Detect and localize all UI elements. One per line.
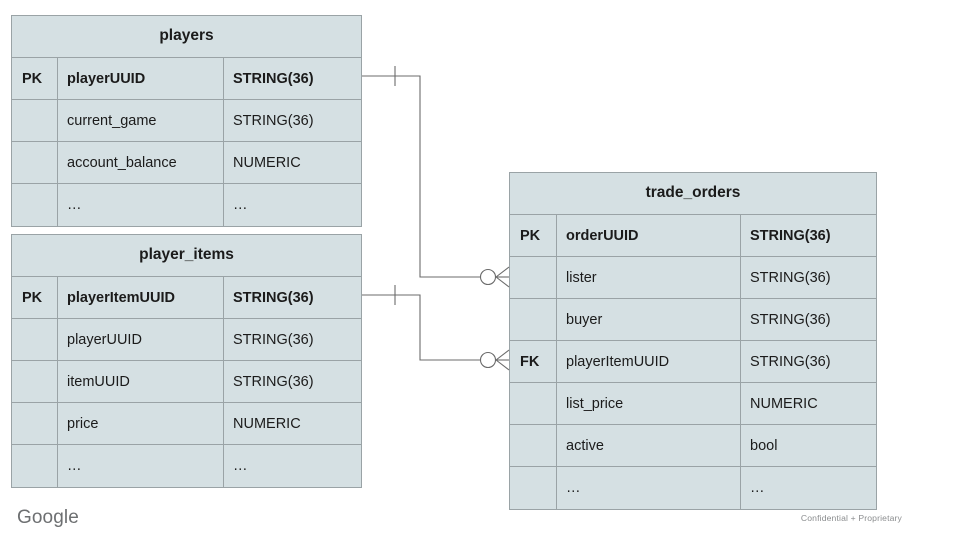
entity-player-items-row-itemuuid[interactable]: itemUUID STRING(36) [12, 361, 361, 403]
entity-players-row-ellipsis[interactable]: … … [12, 184, 361, 226]
entity-player-items[interactable]: player_items PK playerItemUUID STRING(36… [11, 234, 362, 488]
row-type: STRING(36) [233, 289, 314, 306]
entity-player-items-title: player_items [12, 235, 361, 277]
row-type: NUMERIC [233, 154, 301, 171]
row-key: PK [12, 58, 58, 99]
entity-player-items-row-playeruuid[interactable]: playerUUID STRING(36) [12, 319, 361, 361]
row-column: playerItemUUID [58, 277, 224, 318]
row-type: STRING(36) [750, 353, 831, 370]
row-type: STRING(36) [233, 331, 314, 348]
row-key: PK [12, 277, 58, 318]
row-column: current_game [58, 100, 224, 141]
row-column: lister [557, 257, 741, 298]
row-column: list_price [557, 383, 741, 424]
row-key [12, 445, 58, 487]
entity-trade-orders-row-buyer[interactable]: buyer STRING(36) [510, 299, 876, 341]
row-type: STRING(36) [233, 112, 314, 129]
row-column: … [58, 445, 224, 487]
relationship-player-items-to-trade-orders[interactable] [362, 285, 510, 371]
row-type: STRING(36) [750, 311, 831, 328]
entity-trade-orders-row-ellipsis[interactable]: … … [510, 467, 876, 509]
entity-trade-orders-row-orderuuid[interactable]: PK orderUUID STRING(36) [510, 215, 876, 257]
row-column: itemUUID [58, 361, 224, 402]
entity-player-items-row-ellipsis[interactable]: … … [12, 445, 361, 487]
row-type: … [233, 458, 248, 474]
row-key [510, 299, 557, 340]
row-key [12, 403, 58, 444]
row-column: playerItemUUID [557, 341, 741, 382]
row-key [510, 467, 557, 509]
row-type: STRING(36) [233, 70, 314, 87]
row-type: STRING(36) [750, 227, 831, 244]
row-key [12, 184, 58, 226]
row-column: price [58, 403, 224, 444]
entity-trade-orders-row-playeritemuuid[interactable]: FK playerItemUUID STRING(36) [510, 341, 876, 383]
row-key [510, 383, 557, 424]
entity-trade-orders[interactable]: trade_orders PK orderUUID STRING(36) lis… [509, 172, 877, 510]
row-column: … [557, 467, 741, 509]
row-column: account_balance [58, 142, 224, 183]
cardinality-zero-circle [479, 351, 497, 369]
row-column: playerUUID [58, 319, 224, 360]
row-key [12, 319, 58, 360]
row-type: … [233, 197, 248, 213]
row-column: … [58, 184, 224, 226]
row-column: buyer [557, 299, 741, 340]
row-column: active [557, 425, 741, 466]
entity-players-row-account-balance[interactable]: account_balance NUMERIC [12, 142, 361, 184]
entity-trade-orders-title: trade_orders [510, 173, 876, 215]
row-type: … [750, 480, 765, 496]
row-key: PK [510, 215, 557, 256]
row-type: bool [750, 437, 778, 454]
row-column: orderUUID [557, 215, 741, 256]
confidentiality-note: Confidential + Proprietary [800, 513, 902, 523]
row-key [12, 361, 58, 402]
entity-players-row-playeruuid[interactable]: PK playerUUID STRING(36) [12, 58, 361, 100]
entity-players[interactable]: players PK playerUUID STRING(36) current… [11, 15, 362, 227]
cardinality-many-crowsfoot [495, 266, 510, 288]
entity-trade-orders-row-active[interactable]: active bool [510, 425, 876, 467]
entity-trade-orders-row-lister[interactable]: lister STRING(36) [510, 257, 876, 299]
row-type: STRING(36) [750, 269, 831, 286]
entity-players-row-current-game[interactable]: current_game STRING(36) [12, 100, 361, 142]
row-type: NUMERIC [233, 415, 301, 432]
row-key: FK [510, 341, 557, 382]
row-type: STRING(36) [233, 373, 314, 390]
cardinality-zero-circle [479, 268, 497, 286]
cardinality-many-crowsfoot [495, 349, 510, 371]
row-type: NUMERIC [750, 395, 818, 412]
entity-player-items-row-playeritemuuid[interactable]: PK playerItemUUID STRING(36) [12, 277, 361, 319]
row-key [12, 142, 58, 183]
row-key [510, 425, 557, 466]
google-logo: Google [17, 507, 79, 528]
relationship-players-to-trade-orders[interactable] [362, 66, 510, 288]
row-key [12, 100, 58, 141]
row-key [510, 257, 557, 298]
entity-players-title: players [12, 16, 361, 58]
entity-player-items-row-price[interactable]: price NUMERIC [12, 403, 361, 445]
row-column: playerUUID [58, 58, 224, 99]
entity-trade-orders-row-list-price[interactable]: list_price NUMERIC [510, 383, 876, 425]
